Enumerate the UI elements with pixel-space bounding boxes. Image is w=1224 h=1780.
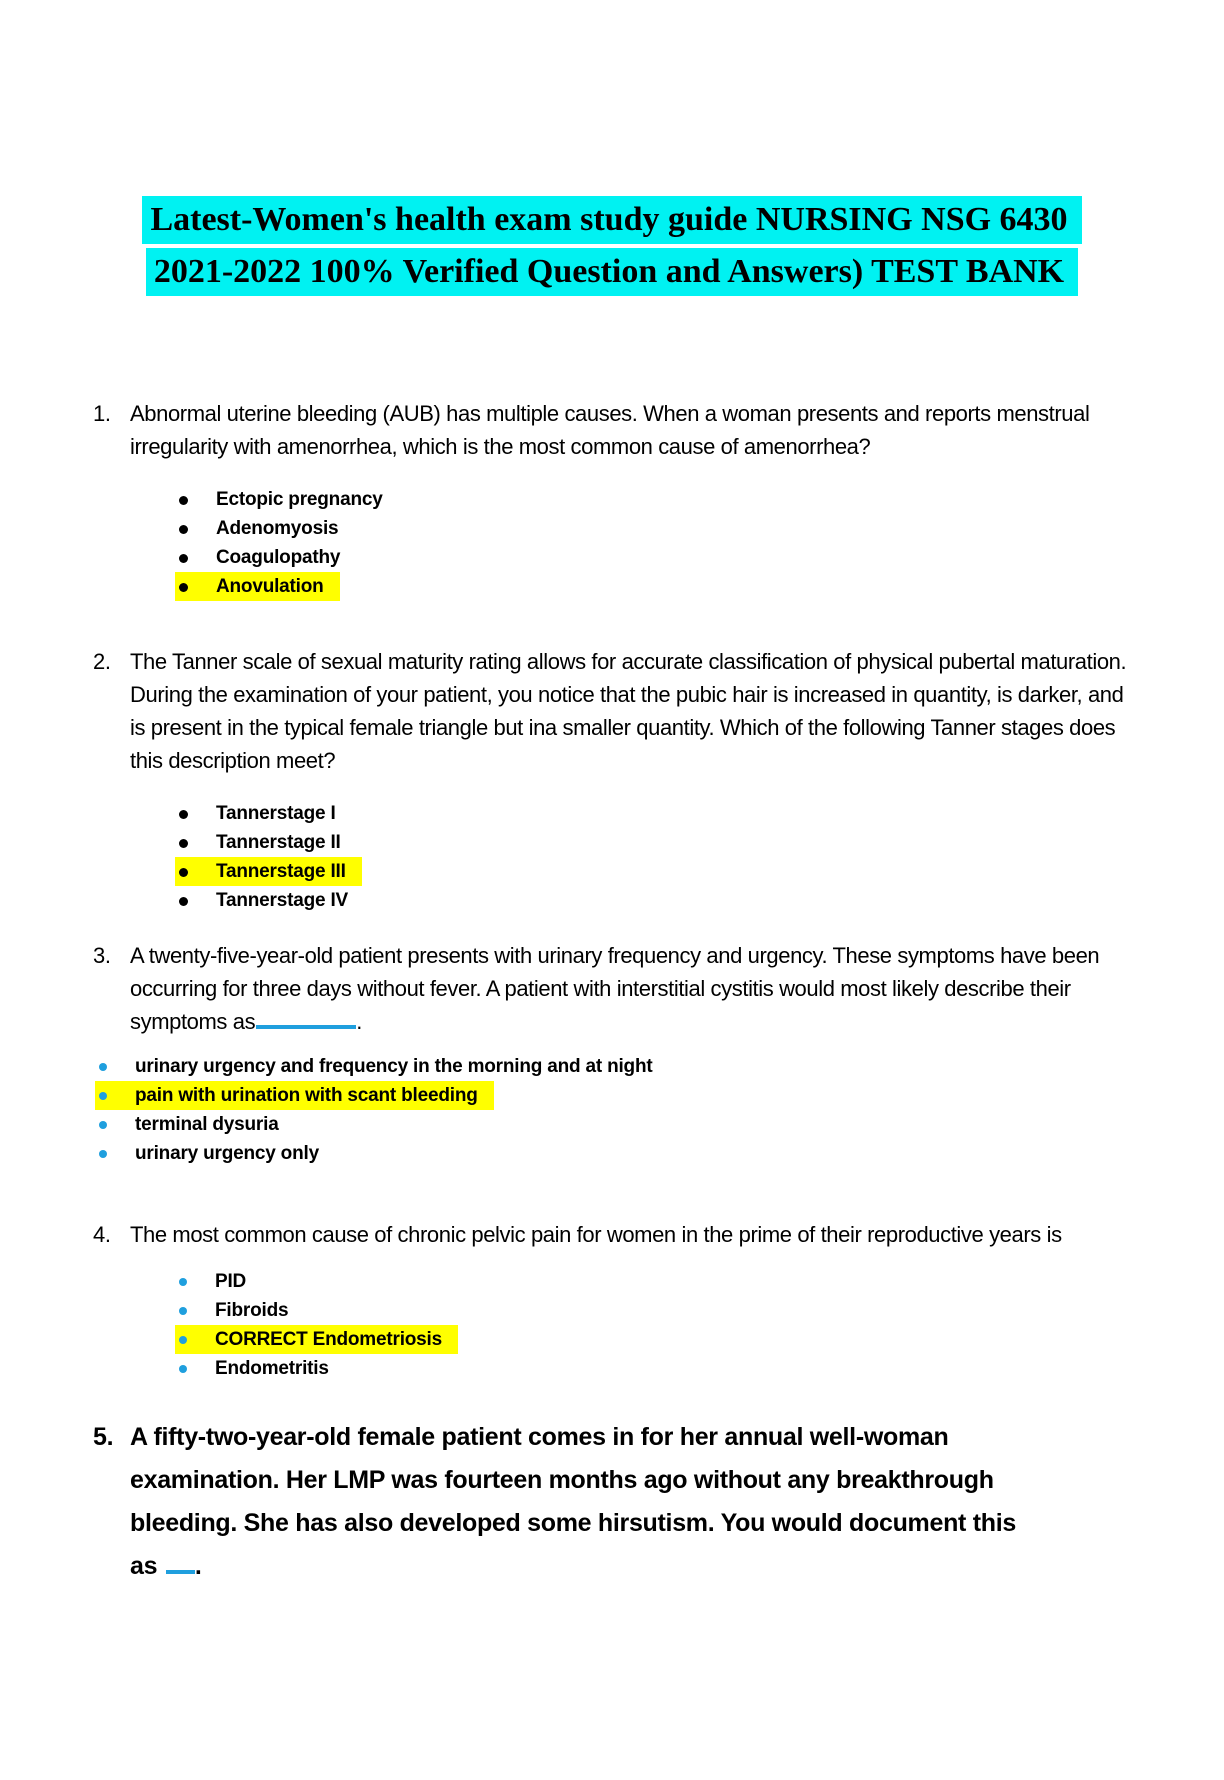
question-number: 5.: [93, 1423, 114, 1451]
answer-option: CORRECT Endometriosis: [175, 1325, 458, 1354]
bullet-icon: [179, 583, 188, 592]
answer-option: Fibroids: [175, 1296, 304, 1325]
bullet-icon: [179, 525, 188, 534]
answer-option: urinary urgency only: [95, 1139, 335, 1168]
question-text: A fifty-two-year-old female patient come…: [130, 1423, 1016, 1580]
answer-option: urinary urgency and frequency in the mor…: [95, 1052, 669, 1081]
answer-option: terminal dysuria: [95, 1110, 295, 1139]
bullet-icon: [179, 1365, 187, 1373]
question-row: 1. Abnormal uterine bleeding (AUB) has m…: [93, 397, 1134, 463]
question-number: 3.: [93, 943, 111, 968]
option-label: Adenomyosis: [216, 518, 339, 539]
bullet-icon: [179, 1336, 187, 1344]
bullet-icon: [99, 1063, 107, 1071]
question-row: 4. The most common cause of chronic pelv…: [93, 1218, 1134, 1251]
answer-option: Tannerstage II: [175, 828, 357, 857]
option-label: Tannerstage II: [216, 832, 341, 853]
question-text: Abnormal uterine bleeding (AUB) has mult…: [130, 401, 1090, 459]
answer-blank: [165, 1554, 195, 1574]
title-line-1: Latest-Women's health exam study guide N…: [142, 196, 1082, 244]
question-number: 1.: [93, 401, 111, 426]
answer-blank: [256, 1012, 357, 1029]
answer-option: Adenomyosis: [175, 514, 354, 543]
option-label: pain with urination with scant bleeding: [135, 1085, 478, 1106]
bullet-icon: [179, 1307, 187, 1315]
answer-option: Anovulation: [175, 572, 340, 601]
option-label: Anovulation: [216, 576, 324, 597]
answer-option: PID: [175, 1267, 262, 1296]
bullet-icon: [179, 496, 188, 505]
bullet-icon: [99, 1150, 107, 1158]
bullet-icon: [179, 810, 188, 819]
answer-option: Tannerstage I: [175, 799, 352, 828]
answer-option: Coagulopathy: [175, 543, 356, 572]
option-label: Ectopic pregnancy: [216, 489, 383, 510]
question-list: 1. Abnormal uterine bleeding (AUB) has m…: [0, 397, 1224, 1588]
document-page: Latest-Women's health exam study guide N…: [0, 196, 1224, 1780]
bullet-icon: [179, 839, 188, 848]
question-text: A twenty-five-year-old patient presents …: [130, 943, 1100, 1034]
page-title: Latest-Women's health exam study guide N…: [0, 196, 1224, 300]
question: 5. A fifty-two-year-old female patient c…: [93, 1416, 1134, 1588]
question: 2. The Tanner scale of sexual maturity r…: [93, 645, 1134, 915]
option-label: urinary urgency and frequency in the mor…: [135, 1056, 653, 1077]
option-label: PID: [215, 1271, 247, 1292]
question-row: 2. The Tanner scale of sexual maturity r…: [93, 645, 1134, 777]
question: 3. A twenty-five-year-old patient presen…: [93, 939, 1134, 1168]
question-number: 2.: [93, 649, 111, 674]
answer-option: Tannerstage IV: [175, 886, 364, 915]
answer-option: Ectopic pregnancy: [175, 485, 399, 514]
answer-option: Tannerstage III: [175, 857, 362, 886]
answer-options: urinary urgency and frequency in the mor…: [95, 1052, 1134, 1168]
option-label: CORRECT Endometriosis: [215, 1329, 442, 1350]
option-label: terminal dysuria: [135, 1114, 279, 1135]
answer-option: Endometritis: [175, 1354, 345, 1383]
question: 1. Abnormal uterine bleeding (AUB) has m…: [93, 397, 1134, 601]
bullet-icon: [179, 897, 188, 906]
question-text: The most common cause of chronic pelvic …: [130, 1222, 1062, 1247]
bullet-icon: [179, 554, 188, 563]
question-text: The Tanner scale of sexual maturity rati…: [130, 649, 1127, 773]
bullet-icon: [179, 1278, 187, 1286]
option-label: Coagulopathy: [216, 547, 341, 568]
answer-option: pain with urination with scant bleeding: [95, 1081, 494, 1110]
question-row: 5. A fifty-two-year-old female patient c…: [93, 1416, 1134, 1588]
option-label: urinary urgency only: [135, 1143, 319, 1164]
question-number: 4.: [93, 1222, 111, 1247]
bullet-icon: [99, 1092, 107, 1100]
title-row-1: Latest-Women's health exam study guide N…: [0, 196, 1224, 248]
question: 4. The most common cause of chronic pelv…: [93, 1218, 1134, 1383]
title-line-2: 2021-2022 100% Verified Question and Ans…: [145, 248, 1079, 296]
option-label: Tannerstage I: [216, 803, 336, 824]
option-label: Fibroids: [215, 1300, 289, 1321]
answer-options: Tannerstage I Tannerstage II Tannerstage I…: [175, 799, 1134, 915]
title-row-2: 2021-2022 100% Verified Question and Ans…: [0, 248, 1224, 300]
bullet-icon: [179, 868, 188, 877]
option-label: Endometritis: [215, 1358, 329, 1379]
option-label: Tannerstage III: [216, 861, 346, 882]
option-label: Tannerstage IV: [216, 890, 348, 911]
question-row: 3. A twenty-five-year-old patient presen…: [93, 939, 1134, 1038]
bullet-icon: [99, 1121, 107, 1129]
